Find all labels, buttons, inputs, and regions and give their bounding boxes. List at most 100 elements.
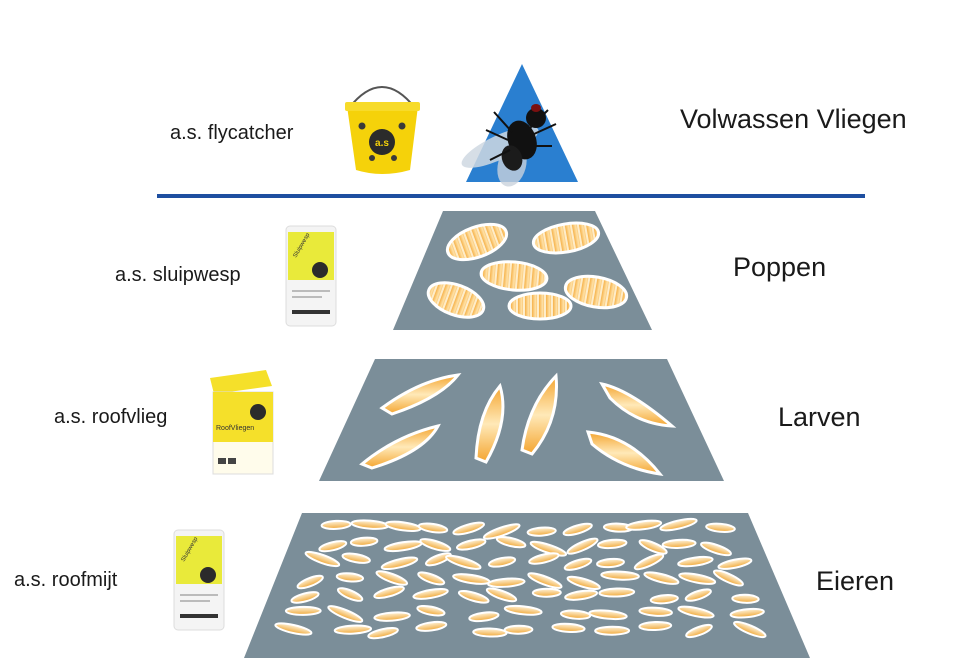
egg — [531, 587, 562, 598]
fly-icon — [461, 104, 557, 187]
egg — [468, 611, 500, 623]
egg — [677, 605, 715, 619]
roofvlieg-carton-image: RoofVliegen — [210, 370, 274, 475]
egg — [452, 521, 486, 536]
egg — [562, 522, 593, 537]
egg — [380, 556, 419, 571]
egg — [729, 607, 765, 619]
roofmijt-tube-image: Sluipwesp — [173, 529, 225, 631]
egg — [649, 594, 679, 605]
egg — [341, 552, 371, 564]
stage-label-eggs: Eieren — [816, 566, 895, 596]
egg — [416, 604, 446, 617]
adult-fly-sign — [461, 64, 578, 187]
egg — [588, 609, 628, 621]
egg — [455, 538, 487, 551]
egg — [677, 555, 714, 568]
larva — [585, 430, 664, 477]
egg — [564, 589, 599, 601]
egg — [684, 588, 712, 602]
pupa — [531, 221, 601, 255]
egg — [304, 550, 341, 568]
egg — [336, 587, 364, 602]
egg — [335, 572, 365, 583]
stage-label-pupae: Poppen — [733, 252, 827, 282]
egg — [373, 585, 405, 599]
egg — [596, 557, 625, 569]
egg — [296, 574, 324, 590]
egg — [284, 605, 322, 616]
egg — [526, 526, 557, 537]
egg — [638, 620, 673, 632]
egg — [731, 593, 760, 604]
egg — [412, 587, 449, 600]
larva — [359, 423, 441, 470]
egg — [566, 575, 601, 591]
egg — [529, 540, 568, 557]
egg — [638, 606, 673, 617]
egg — [424, 552, 452, 567]
egg — [274, 622, 313, 636]
pupae-group — [426, 221, 629, 321]
egg — [472, 627, 508, 638]
egg — [485, 587, 518, 603]
egg — [594, 625, 631, 636]
larvae-group — [359, 372, 677, 477]
pupa — [563, 274, 629, 310]
stage-label-larvae: Larven — [778, 402, 861, 432]
egg — [527, 572, 563, 589]
roofvlieg-carton-label: RoofVliegen — [216, 425, 254, 432]
egg — [559, 609, 592, 620]
product-label-roofvlieg: a.s. roofvlieg — [54, 406, 168, 428]
egg — [503, 604, 543, 616]
eggs-trapezoid — [244, 513, 810, 658]
egg — [487, 556, 517, 568]
egg — [733, 620, 767, 639]
product-label-flycatcher: a.s. flycatcher — [170, 122, 294, 144]
product-label-sluipwesp: a.s. sluipwesp — [115, 264, 241, 286]
egg — [349, 536, 379, 547]
egg — [318, 540, 348, 553]
egg — [528, 552, 560, 565]
larva — [599, 381, 677, 428]
egg — [598, 587, 636, 598]
bucket-logo: a.s — [375, 138, 389, 149]
egg — [445, 554, 482, 570]
egg — [596, 538, 628, 550]
egg — [661, 538, 697, 549]
egg — [678, 572, 717, 585]
flycatcher-bucket-image: a.s — [345, 86, 420, 174]
egg — [503, 624, 534, 635]
egg — [457, 589, 490, 604]
egg — [638, 539, 668, 555]
egg — [700, 541, 732, 557]
egg — [633, 553, 665, 571]
egg — [712, 569, 744, 587]
larva — [379, 373, 462, 416]
egg — [685, 623, 713, 639]
pupa — [426, 281, 486, 319]
egg — [551, 622, 586, 634]
egg — [417, 522, 449, 534]
egg — [320, 519, 352, 530]
egg — [367, 626, 399, 640]
egg — [566, 537, 599, 555]
egg — [717, 557, 753, 570]
egg — [482, 523, 521, 540]
egg — [373, 611, 411, 622]
egg — [417, 571, 446, 586]
egg — [327, 605, 364, 623]
larva — [474, 382, 505, 464]
egg — [375, 570, 409, 586]
egg — [563, 557, 593, 571]
egg — [333, 624, 373, 635]
egg — [600, 570, 640, 581]
egg — [290, 591, 320, 604]
stage-label-adult-flies: Volwassen Vliegen — [680, 104, 907, 134]
egg — [659, 517, 698, 532]
egg — [643, 571, 680, 585]
egg — [625, 519, 663, 531]
egg — [495, 535, 527, 549]
egg — [705, 522, 736, 533]
